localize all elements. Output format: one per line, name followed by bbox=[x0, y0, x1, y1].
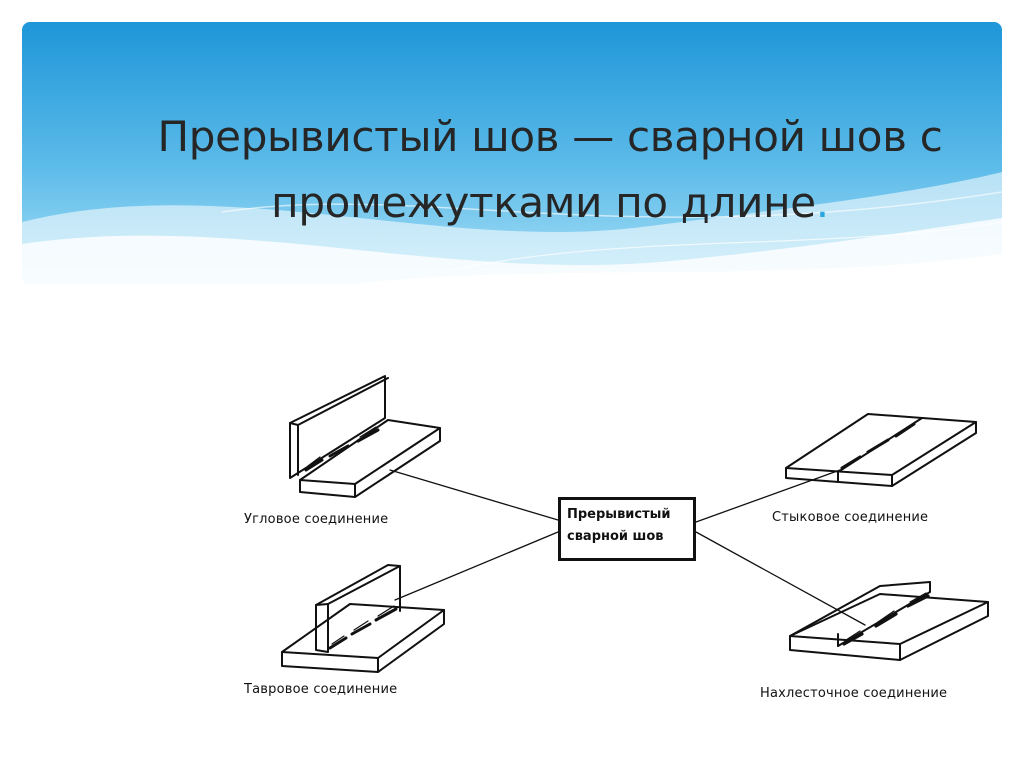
butt-joint-illustration bbox=[785, 413, 977, 487]
center-node-line2: сварной шов bbox=[567, 529, 664, 544]
connector-tee bbox=[394, 531, 559, 601]
weld-segments bbox=[328, 607, 398, 650]
title-accent-dot: . bbox=[815, 178, 829, 227]
connector-corner bbox=[389, 469, 559, 521]
connector-butt bbox=[695, 469, 841, 523]
slide-title-text: Прерывистый шов — сварной шов с промежут… bbox=[157, 112, 943, 227]
lap-joint-illustration bbox=[789, 581, 989, 661]
label-tee-joint: Тавровое соединение bbox=[244, 682, 398, 697]
connector-lap bbox=[695, 531, 866, 626]
weld-segments bbox=[840, 422, 916, 470]
weld-segments bbox=[842, 594, 930, 646]
label-lap-joint: Нахлесточное соединение bbox=[760, 686, 948, 701]
title-banner bbox=[22, 22, 1002, 284]
connector-lines bbox=[389, 469, 866, 626]
corner-joint-illustration bbox=[289, 375, 441, 498]
tee-joint-illustration bbox=[281, 564, 445, 673]
center-node-line1: Прерывистый bbox=[567, 507, 671, 522]
label-corner-joint: Угловое соединение bbox=[244, 512, 389, 527]
label-butt-joint: Стыковое соединение bbox=[772, 510, 929, 525]
center-node-intermittent-weld: Прерывистый сварной шов bbox=[558, 497, 696, 561]
banner-wave-background bbox=[22, 22, 1002, 284]
slide-title: Прерывистый шов — сварной шов с промежут… bbox=[150, 104, 950, 236]
weld-segments bbox=[304, 428, 380, 472]
